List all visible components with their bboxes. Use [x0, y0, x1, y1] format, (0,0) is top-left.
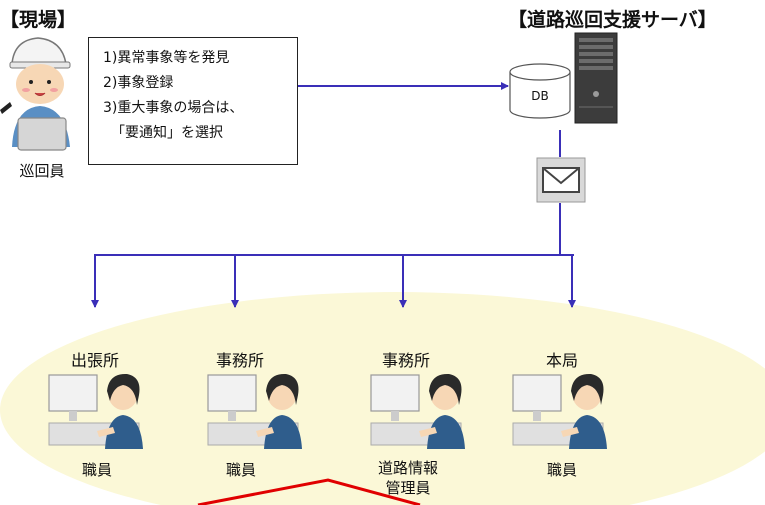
office-worker-icon	[48, 373, 143, 449]
office-4-name: 本局	[545, 351, 578, 370]
office-3-staff: 道路情報 管理員	[377, 459, 438, 497]
patroller-label: 巡回員	[19, 162, 65, 180]
db-label: DB	[531, 89, 548, 103]
office-worker-icon	[370, 373, 465, 449]
database-icon: DB	[509, 63, 571, 119]
steps-box: 1)異常事象等を発見 2)事象登録 3)重大事象の場合は、 「要通知」を選択	[88, 37, 298, 165]
office-worker-icon	[512, 373, 607, 449]
red-highlight-line	[197, 478, 421, 505]
office-1-staff: 職員	[81, 461, 112, 479]
step-3: 3)重大事象の場合は、	[103, 100, 244, 116]
office-3-name: 事務所	[381, 351, 430, 370]
step-2: 2)事象登録	[103, 75, 174, 91]
server-heading: 【道路巡回支援サーバ】	[508, 9, 717, 31]
patroller-icon	[0, 37, 71, 151]
site-heading: 【現場】	[0, 9, 77, 31]
server-icon	[574, 32, 618, 124]
office-worker-icon	[207, 373, 302, 449]
office-4-staff: 職員	[546, 461, 577, 479]
office-1-name: 出張所	[70, 351, 119, 370]
office-2-staff: 職員	[225, 461, 256, 479]
office-2-name: 事務所	[215, 351, 264, 370]
step-4: 「要通知」を選択	[111, 125, 223, 141]
mail-icon	[536, 157, 586, 203]
step-1: 1)異常事象等を発見	[103, 50, 230, 66]
